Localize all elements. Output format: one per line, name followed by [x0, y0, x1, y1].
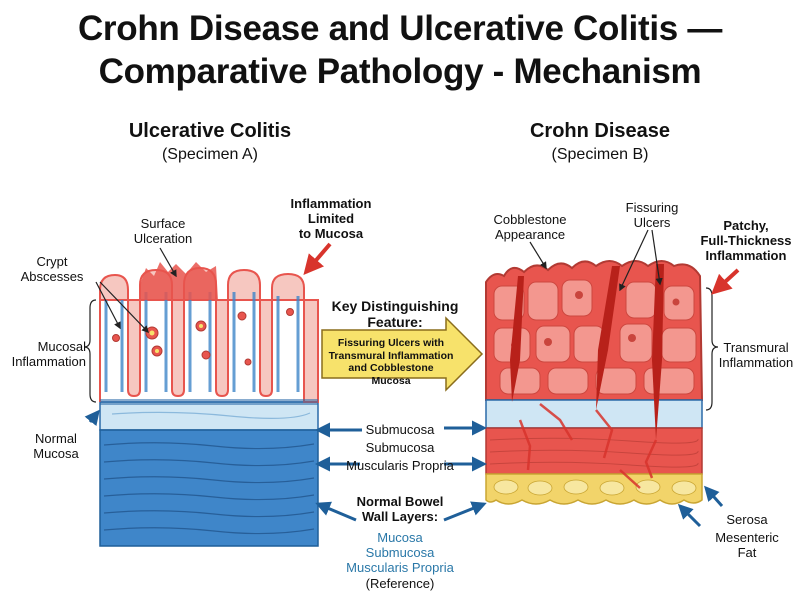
reference-note: (Reference) [365, 576, 435, 591]
key-feature-title: Key Distinguishing Feature: [331, 298, 459, 330]
cd-submucosa-layer [485, 399, 703, 429]
label-mesenteric-fat: Mesenteric Fat [715, 530, 779, 560]
left-specimen-heading: Ulcerative Colitis [128, 120, 292, 142]
label-serosa: Serosa [726, 512, 768, 527]
right-specimen-heading: Crohn Disease [529, 120, 671, 142]
label-patchy-full-thickness: Patchy, Full-Thickness Inflammation [700, 218, 792, 263]
cd-fissuring-ulcers [510, 264, 664, 440]
label-surface-ulceration: Surface Ulceration [133, 216, 193, 246]
key-feature-arrow [321, 316, 484, 392]
label-submucosa-1: Submucosa [365, 422, 435, 437]
main-title-line-2: Comparative Pathology - Mechanism [98, 52, 702, 91]
right-specimen-subheading: (Specimen B) [551, 146, 649, 163]
uc-muscularis-layer [99, 429, 319, 547]
label-submucosa-2: Submucosa [365, 440, 435, 455]
uc-submucosa-layer [99, 401, 319, 431]
crohn-specimen [485, 260, 704, 505]
main-title-line-1: Crohn Disease and Ulcerative Colitis — [77, 9, 723, 48]
cd-serosa-fat [485, 473, 703, 505]
label-inflammation-limited: Inflammation Limited to Mucosa [290, 196, 372, 241]
reference-layer-list: Mucosa Submucosa Muscularis Propria [346, 530, 454, 575]
left-specimen-subheading: (Specimen A) [161, 146, 259, 163]
label-crypt-abscesses: Crypt Abscesses [20, 254, 84, 284]
label-fissuring-ulcers: Fissuring Ulcers [625, 200, 679, 230]
key-feature-text: Fissuring Ulcers with Transmural Inflamm… [328, 337, 454, 387]
uc-surface-ulceration [140, 262, 218, 300]
label-transmural-inflammation: Transmural Inflammation [718, 340, 794, 370]
label-muscularis-propria: Muscularis Propria [346, 458, 454, 473]
reference-title: Normal Bowel Wall Layers: [356, 494, 444, 524]
ulcerative-colitis-specimen [99, 262, 319, 547]
uc-mucosa-villi [99, 266, 319, 403]
label-mucosal-inflammation: Mucosal Inflammation [11, 339, 86, 369]
label-cobblestone-appearance: Cobblestone Appearance [493, 212, 567, 242]
label-normal-mucosa: Normal Mucosa [33, 431, 79, 461]
